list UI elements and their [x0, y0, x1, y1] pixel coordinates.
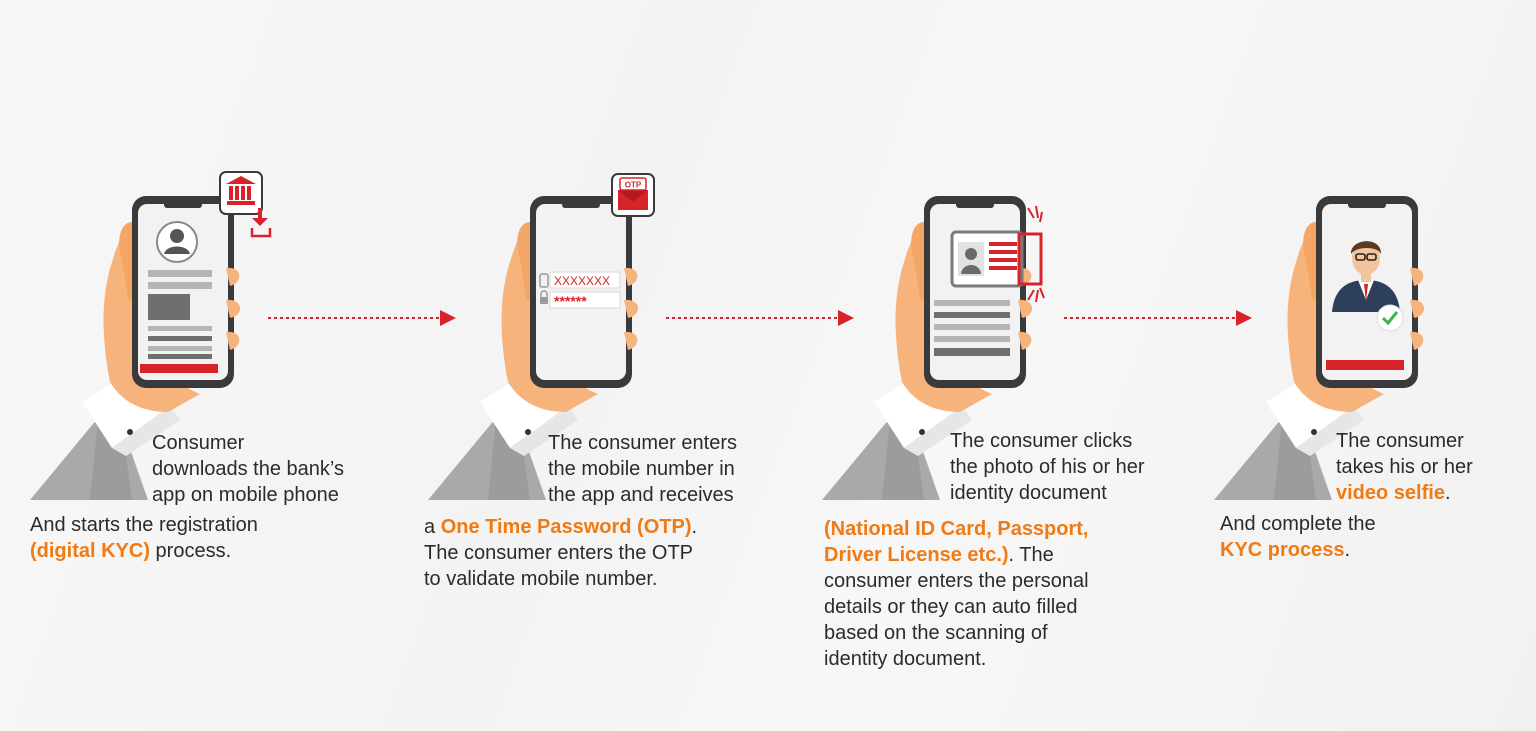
hand-phone-illustration — [1214, 196, 1425, 500]
step-1-bottom-text: And starts the registration (digital KYC… — [30, 512, 258, 564]
hand-phone-illustration — [30, 171, 272, 500]
otp-field-1: XXXXXXX — [554, 274, 610, 288]
step-4-top-line-1: The consumer — [1336, 430, 1464, 452]
step-2-top-line-1: The consumer enters — [548, 432, 737, 454]
step-1-highlight: (digital KYC) — [30, 540, 150, 562]
step-2-bottom-line-3: to validate mobile number. — [424, 568, 658, 590]
step-2-highlight: One Time Password (OTP) — [440, 516, 692, 538]
step-3-highlight-1: (National ID Card, Passport, — [824, 518, 1089, 540]
step-1-bottom-after: process. — [150, 540, 232, 562]
otp-badge-label: OTP — [625, 181, 642, 190]
step-1-bottom-line-1: And starts the registration — [30, 514, 258, 536]
step-3-highlight-2: Driver License etc.) — [824, 544, 1009, 566]
step-4-bottom-after: . — [1344, 539, 1351, 561]
step-3-top-text: The consumer clicks the photo of his or … — [950, 428, 1145, 506]
step-3-line-2: details or they can auto filled — [824, 596, 1078, 618]
step-4-bottom-text: And complete the KYC process. — [1220, 511, 1376, 563]
step-3-top-line-3: identity document — [950, 482, 1107, 504]
step-2-prefix: a — [424, 516, 441, 538]
step-1-top-line-3: app on mobile phone — [152, 484, 339, 506]
hand-phone-illustration — [822, 196, 1045, 500]
id-card-scan-icon — [950, 205, 1045, 303]
step-2-top-line-2: the mobile number in — [548, 458, 735, 480]
step-1-top-line-2: downloads the bank’s — [152, 458, 344, 480]
bank-download-icon — [219, 171, 272, 238]
step-2-bottom-line-2: The consumer enters the OTP — [424, 542, 694, 564]
video-selfie-icon — [1332, 241, 1404, 332]
step-4-top-highlight: video selfie — [1336, 482, 1445, 504]
hand-phone-illustration: XXXXXXX ****** OTP — [428, 173, 655, 500]
otp-field-2: ****** — [554, 293, 587, 309]
step-2-top-text: The consumer enters the mobile number in… — [548, 430, 737, 508]
step-4-top-after: . — [1444, 482, 1451, 504]
otp-envelope-icon: OTP — [611, 173, 655, 217]
step-3-bottom-text: (National ID Card, Passport, Driver Lice… — [824, 516, 1089, 672]
step-3-line-3: based on the scanning of — [824, 622, 1048, 644]
step-2-after: . — [691, 516, 698, 538]
step-3-top-line-2: the photo of his or her — [950, 456, 1145, 478]
step-4-top-line-2: takes his or her — [1336, 456, 1473, 478]
step-4-bottom-line-1: And complete the — [1220, 513, 1376, 535]
step-3-top-line-1: The consumer clicks — [950, 430, 1133, 452]
step-4-top-text: The consumer takes his or her video self… — [1336, 428, 1473, 506]
step-1-top-text: Consumer downloads the bank’s app on mob… — [152, 430, 344, 508]
step-4-highlight: KYC process — [1220, 539, 1345, 561]
step-3-line-1: consumer enters the personal — [824, 570, 1089, 592]
step-1-top-line-1: Consumer — [152, 432, 245, 454]
step-3-after: . The — [1008, 544, 1054, 566]
step-2-top-line-3: the app and receives — [548, 484, 734, 506]
step-2-bottom-text: a One Time Password (OTP). The consumer … — [424, 514, 697, 592]
step-3-line-4: identity document. — [824, 648, 987, 670]
